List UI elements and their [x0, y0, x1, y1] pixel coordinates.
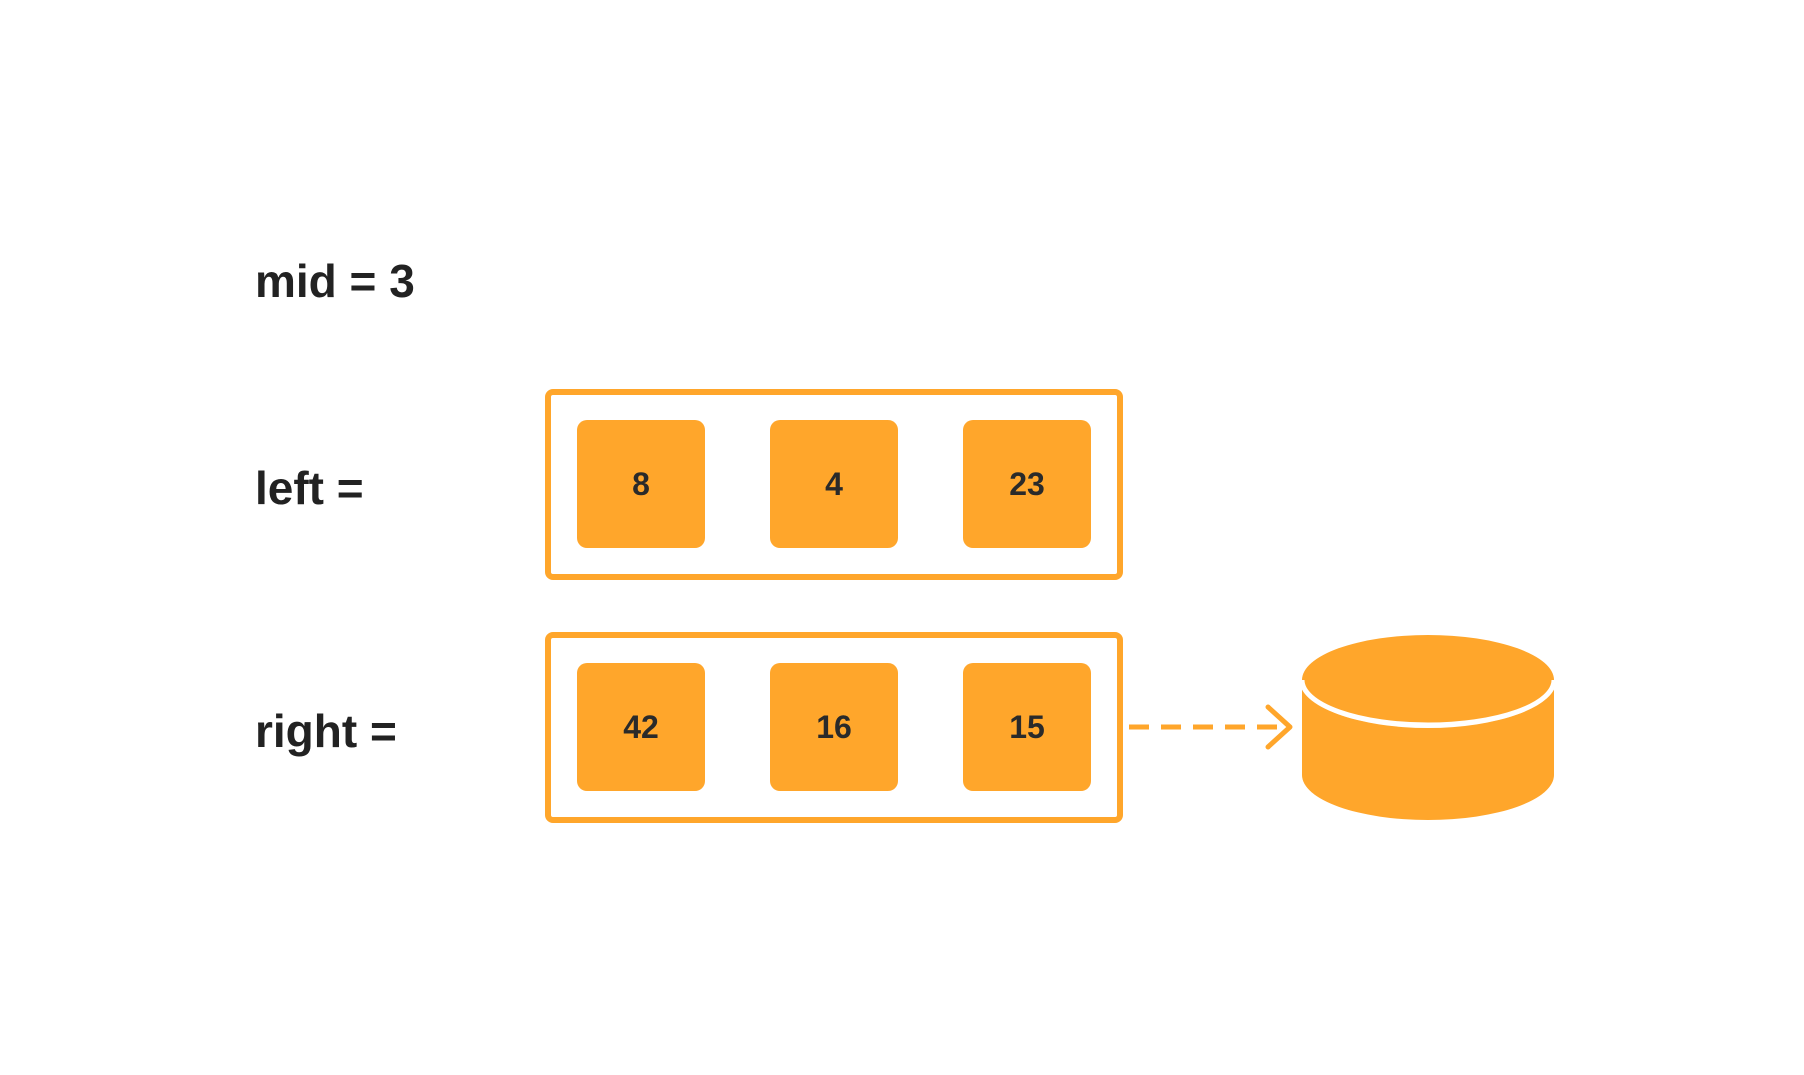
dashed-arrow-right-icon [1129, 704, 1293, 750]
right-label: right = [255, 705, 397, 757]
left-array: 8 4 23 [545, 389, 1123, 580]
right-array-cell: 15 [963, 663, 1091, 791]
right-array: 42 16 15 [545, 632, 1123, 823]
right-array-cell: 42 [577, 663, 705, 791]
right-array-cell: 16 [770, 663, 898, 791]
left-array-cell: 23 [963, 420, 1091, 548]
left-array-cell: 8 [577, 420, 705, 548]
mid-label: mid = 3 [255, 255, 415, 307]
left-array-cell: 4 [770, 420, 898, 548]
database-cylinder-icon [1299, 632, 1557, 820]
left-label: left = [255, 462, 364, 514]
